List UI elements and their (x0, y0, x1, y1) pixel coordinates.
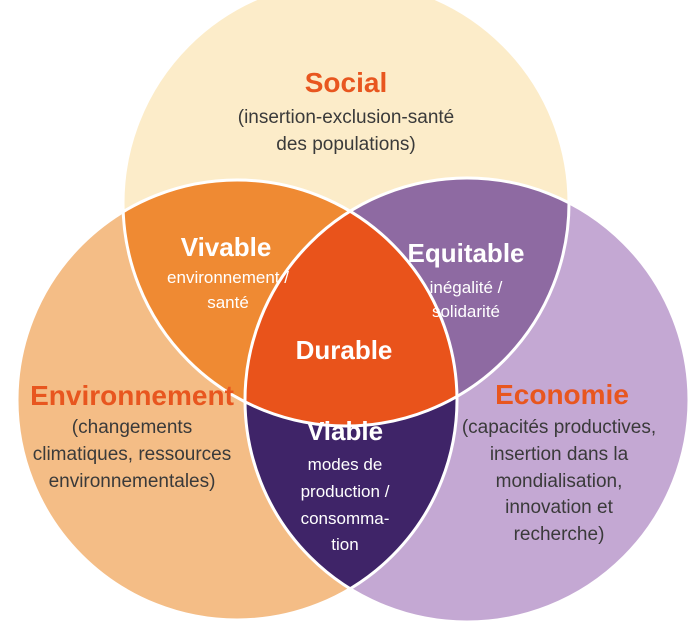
viable-desc-line-2: production / (301, 482, 390, 501)
social-title: Social (305, 67, 387, 98)
viable-desc-line-4: tion (331, 535, 358, 554)
environnement-desc-line-1: (changements (72, 417, 192, 438)
economie-outline (243, 176, 690, 622)
economie-title: Economie (495, 379, 629, 410)
vivable-title: Vivable (181, 232, 272, 262)
vivable-desc-line-1: environnement / (167, 268, 289, 287)
viable-desc-line-1: modes de (308, 455, 383, 474)
economie-desc-line-3: mondialisation, (496, 471, 623, 492)
environnement-outline (15, 178, 459, 622)
economie-desc-line-4: innovation et (505, 497, 613, 518)
economie-desc-line-2: insertion dans la (490, 444, 629, 465)
viable-desc-line-3: consomma- (301, 509, 390, 528)
environnement-desc-line-3: environnementales) (49, 471, 216, 492)
environnement-title: Environnement (30, 380, 234, 411)
economie-desc-line-5: recherche) (514, 524, 605, 545)
social-desc-line-1: (insertion-exclusion-santé (238, 107, 455, 128)
environnement-desc-line-2: climatiques, ressources (33, 444, 232, 465)
durable-region (245, 180, 457, 426)
economie-desc-line-1: (capacités productives, (462, 417, 656, 438)
equitable-desc-line-2: solidarité (432, 302, 500, 321)
equitable-desc-line-1: inégalité / (430, 278, 503, 297)
durable-title: Durable (296, 335, 393, 365)
social-desc-line-2: des populations) (276, 134, 415, 155)
viable-title: Viable (307, 416, 383, 446)
vivable-desc-line-2: santé (207, 293, 249, 312)
equitable-title: Equitable (407, 238, 524, 268)
